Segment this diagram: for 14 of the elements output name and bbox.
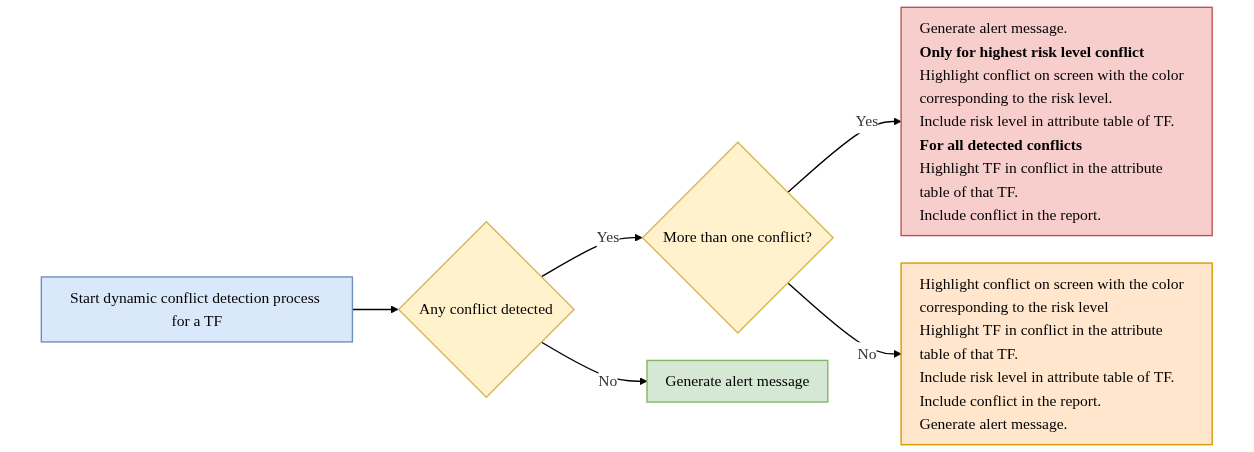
node-box: Start dynamic conflict detection process for a TF bbox=[40, 276, 354, 343]
edge-label: Yes bbox=[596, 228, 620, 247]
node-box: Highlight conflict on screen with the color corresponding to the risk level Highlight TF in conflict in the attribute table of that TF. Include risk level in attribute table of TF. Include conflict in the report. Generate alert message. bbox=[900, 262, 1214, 446]
arrow bbox=[540, 341, 648, 386]
arrow bbox=[787, 117, 902, 194]
node-box: Generate alert message bbox=[646, 359, 829, 403]
node-box: Generate alert message. Only for highest risk level conflict Highlight conflict on screen with the color corresponding to the risk level. Include risk level in attribute table of TF. For all detected conflicts Highlight TF in conflict in the attribute table of that TF. Include conflict in the report. bbox=[900, 6, 1214, 237]
edge-label: No bbox=[598, 372, 618, 390]
node-diamond: More than one conflict? bbox=[641, 141, 835, 334]
arrow bbox=[540, 233, 643, 278]
arrow bbox=[787, 282, 902, 358]
node-diamond: Any conflict detected bbox=[397, 220, 576, 399]
edge-label: No bbox=[857, 344, 877, 363]
edge-label: Yes bbox=[855, 112, 879, 130]
